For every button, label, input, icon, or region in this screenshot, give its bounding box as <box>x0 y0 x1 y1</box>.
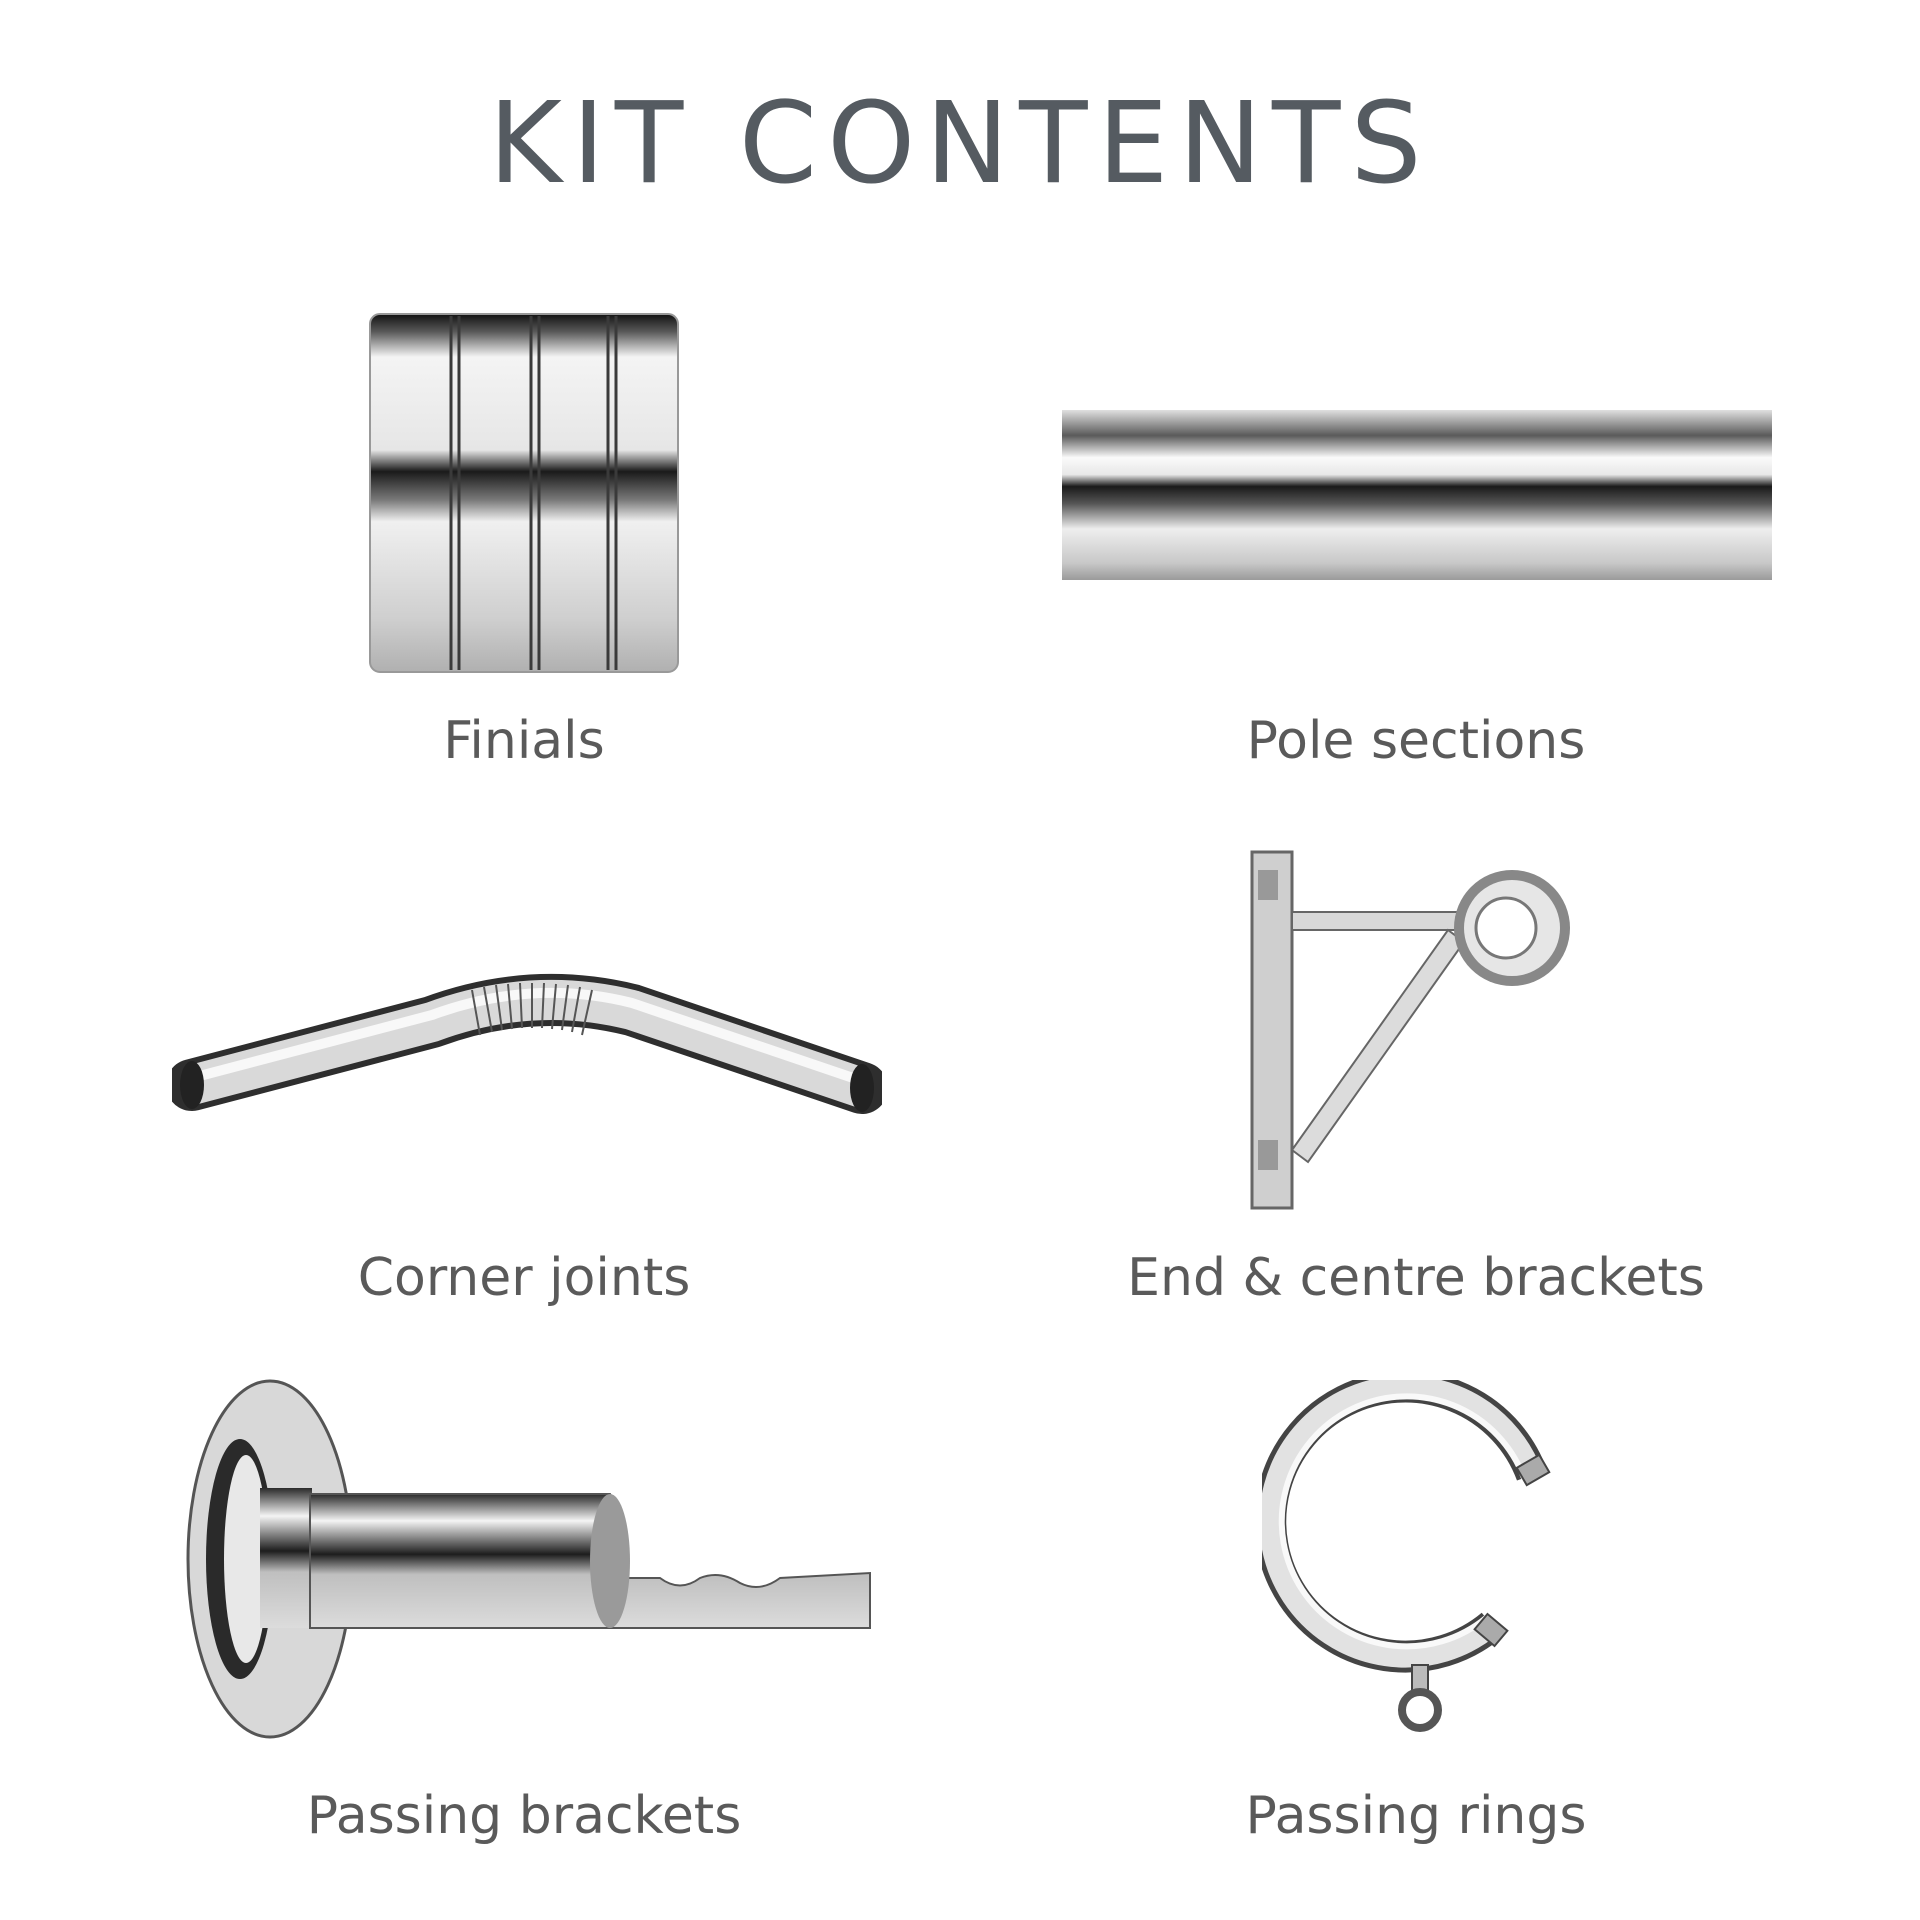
passing-ring-icon <box>1262 1380 1551 1732</box>
corner-joint-icon <box>172 973 882 1114</box>
corner-joints-label: Corner joints <box>357 1248 691 1308</box>
passing-brackets-label: Passing brackets <box>306 1786 742 1846</box>
finial-icon <box>369 313 679 673</box>
passing-bracket-icon <box>186 1379 871 1739</box>
end-centre-brackets-label: End & centre brackets <box>1127 1248 1705 1308</box>
pole-section-icon <box>1062 410 1772 580</box>
passing-rings-label: Passing rings <box>1245 1786 1587 1846</box>
page-title: KIT CONTENTS <box>488 79 1432 209</box>
pole-sections-label: Pole sections <box>1246 711 1586 771</box>
finials-label: Finials <box>443 711 605 771</box>
end-centre-bracket-icon <box>1250 850 1570 1210</box>
